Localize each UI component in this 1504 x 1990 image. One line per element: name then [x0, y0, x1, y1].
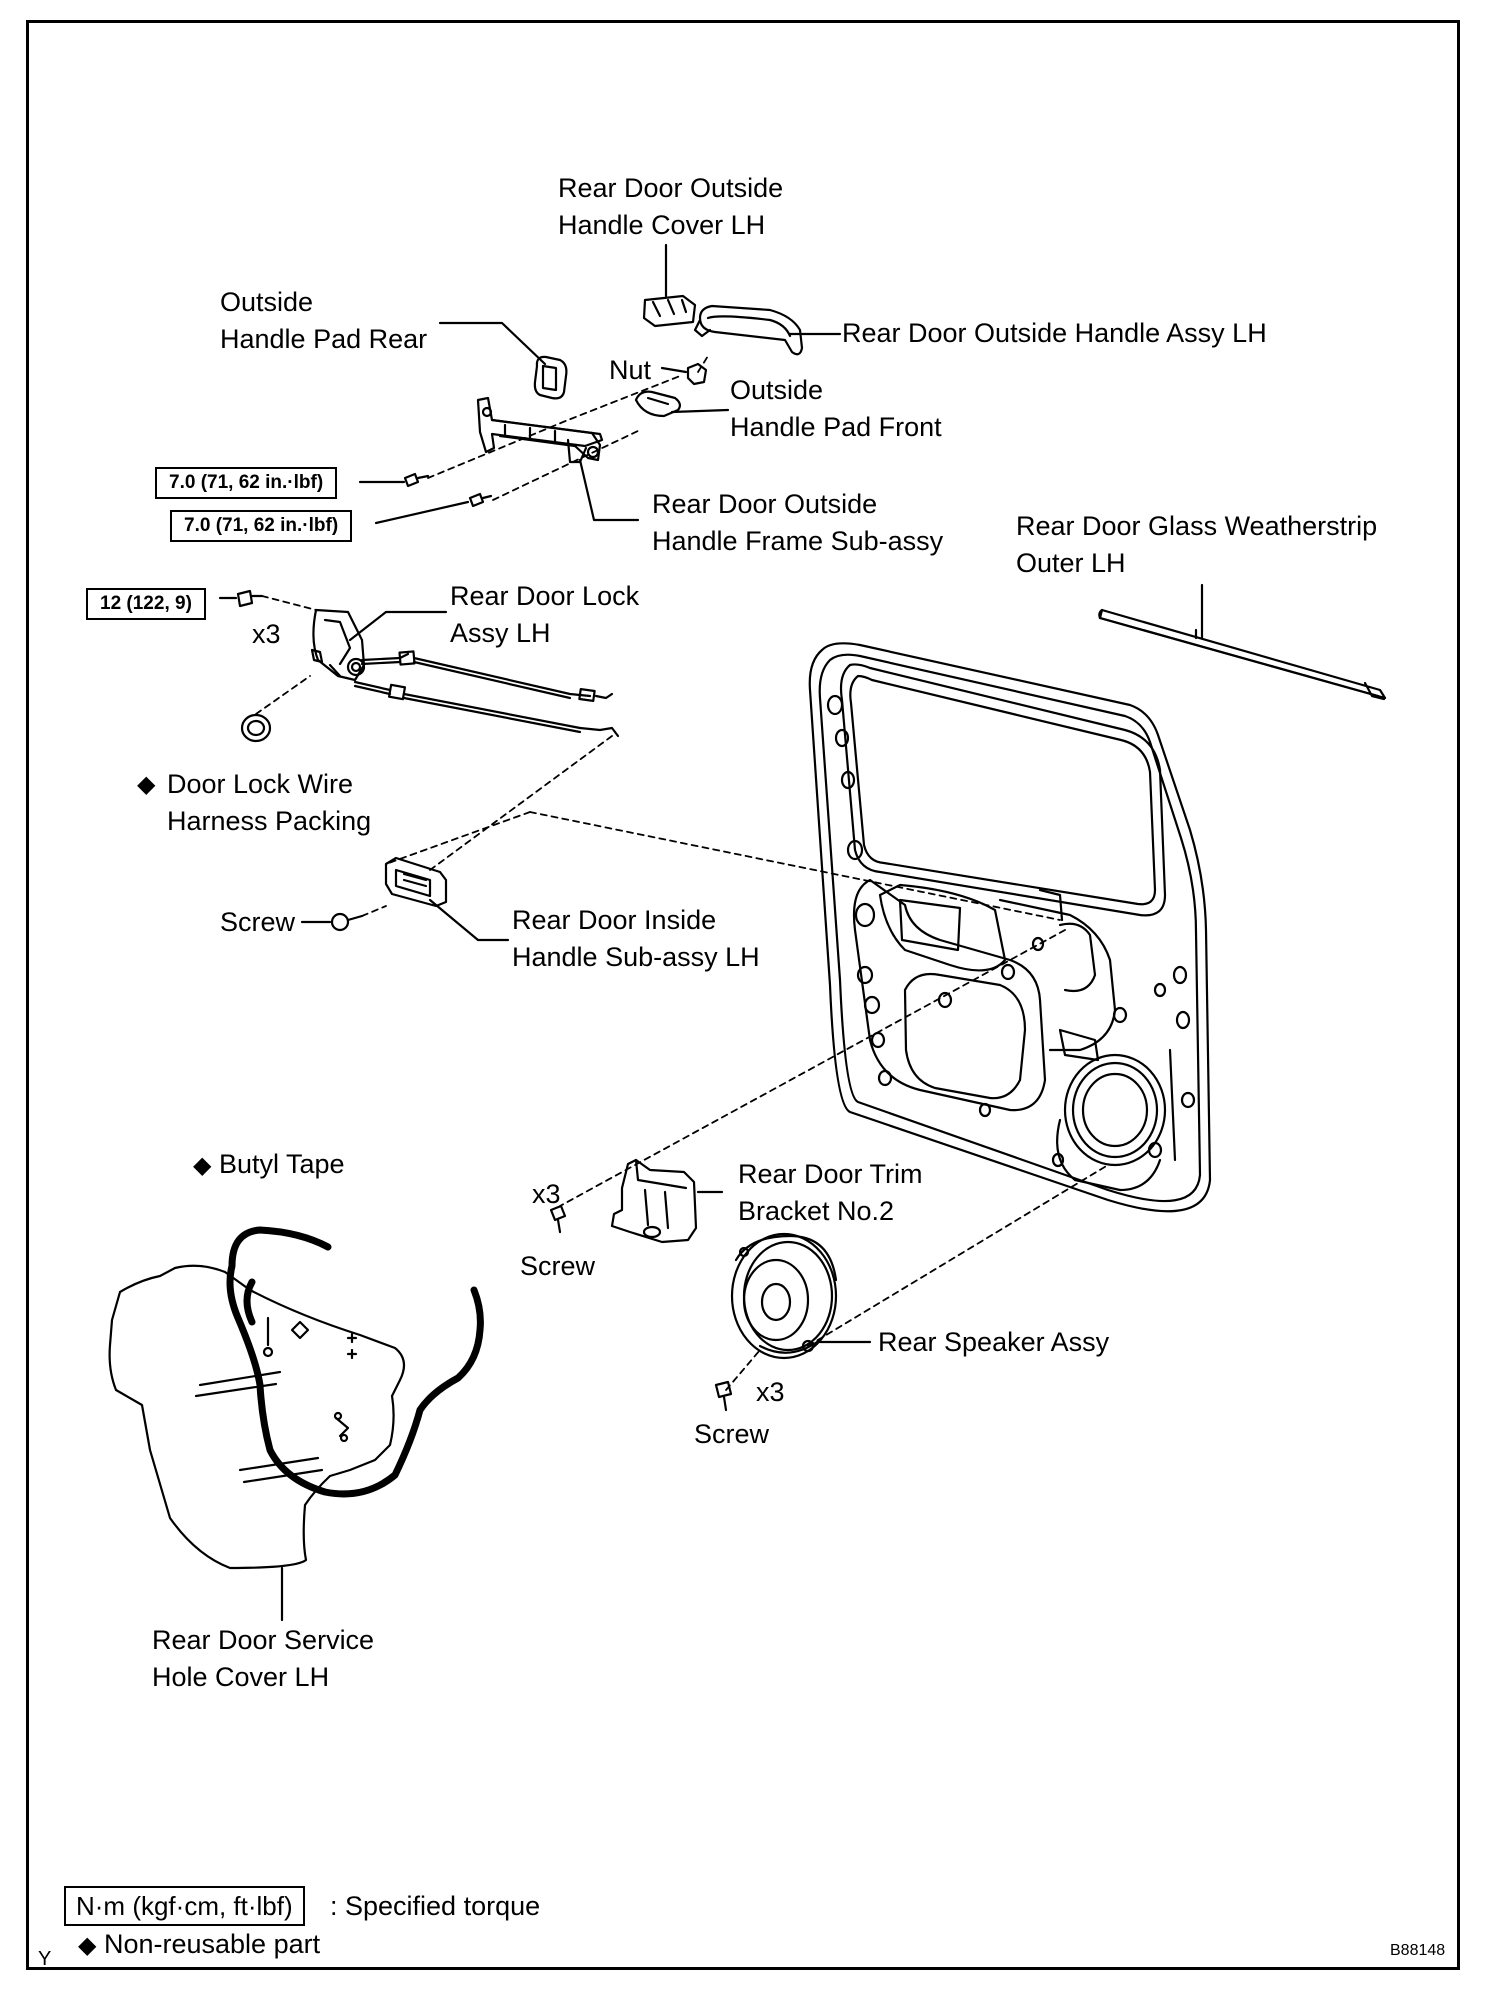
- speaker-screw-part: [714, 1380, 733, 1412]
- handle-cover-part: [642, 294, 697, 328]
- label-frame-subassy: Rear Door Outside Handle Frame Sub-assy: [652, 489, 944, 556]
- butyl-tape-text: Butyl Tape: [218, 1149, 345, 1179]
- butyl-tape-part: [226, 1226, 484, 1498]
- label-screw-inside: Screw: [220, 907, 296, 937]
- label-speaker-x3: x3: [756, 1377, 785, 1407]
- leader-frame: [578, 458, 640, 522]
- door-panel: [808, 642, 1212, 1213]
- legend-torque-box: N·m (kgf·cm, ft·lbf): [64, 1886, 305, 1926]
- nut-part: [686, 362, 708, 386]
- label-speaker-screw: Screw: [694, 1419, 770, 1449]
- figure-code: B88148: [1390, 1942, 1446, 1959]
- diamond-icon: ◆: [78, 1932, 97, 1959]
- leader-pad-rear: [438, 321, 547, 366]
- wire-packing-text: Door Lock Wire Harness Packing: [167, 769, 372, 836]
- legend-nonreusable: ◆ Non-reusable part: [78, 1926, 320, 1964]
- torque-frame-upper: 7.0 (71, 62 in.·lbf): [155, 467, 338, 499]
- glass-weatherstrip: [1098, 608, 1387, 701]
- diagram-frame: [26, 20, 1460, 1970]
- inside-handle-part: [384, 856, 448, 908]
- assembly-lines: [255, 355, 1109, 1391]
- lock-cables: [353, 650, 620, 738]
- lock-assy-part: [310, 608, 366, 682]
- harness-packing-part: [240, 713, 272, 743]
- leader-torque-lower: [374, 500, 470, 525]
- pad-rear-part: [533, 355, 568, 400]
- label-speaker: Rear Speaker Assy: [878, 1327, 1110, 1357]
- frame-bolt-upper: [403, 472, 430, 488]
- label-handle-cover: Rear Door Outside Handle Cover LH: [558, 173, 784, 240]
- label-pad-front: Outside Handle Pad Front: [730, 375, 942, 442]
- outside-handle-part: [693, 304, 804, 356]
- torque-frame-lower: 7.0 (71, 62 in.·lbf): [170, 510, 353, 542]
- leader-nut: [660, 366, 688, 374]
- leader-lock-assy: [348, 610, 448, 642]
- service-cover-part: [108, 1264, 406, 1570]
- leader-inside-handle: [428, 898, 510, 942]
- handle-frame-part: [476, 396, 604, 464]
- legend-torque-text: : Specified torque: [330, 1891, 541, 1921]
- bracket-screw-part: [549, 1204, 567, 1234]
- torque-lock: 12 (122, 9): [86, 588, 206, 620]
- label-bracket-x3: x3: [532, 1179, 561, 1209]
- label-butyl-tape: ◆ Butyl Tape: [193, 1146, 345, 1184]
- speaker-part: [730, 1232, 838, 1360]
- label-lock-assy: Rear Door Lock Assy LH: [450, 581, 640, 648]
- label-handle-assy: Rear Door Outside Handle Assy LH: [842, 318, 1267, 348]
- label-weatherstrip: Rear Door Glass Weatherstrip Outer LH: [1016, 511, 1378, 578]
- lock-bolt-part: [236, 589, 264, 608]
- frame-bolt-lower: [468, 492, 493, 508]
- corner-mark: Y: [38, 1948, 52, 1970]
- label-bracket-screw: Screw: [520, 1251, 596, 1281]
- pad-front-part: [634, 390, 682, 418]
- label-service-cover: Rear Door Service Hole Cover LH: [152, 1625, 375, 1692]
- label-inside-handle: Rear Door Inside Handle Sub-assy LH: [512, 905, 760, 972]
- label-trim-bracket: Rear Door Trim Bracket No.2: [738, 1159, 923, 1226]
- legend-nonreusable-text: Non-reusable part: [103, 1929, 321, 1959]
- label-lock-x3: x3: [252, 619, 281, 649]
- trim-bracket-part: [610, 1158, 698, 1244]
- inside-screw-part: [330, 912, 364, 932]
- label-pad-rear: Outside Handle Pad Rear: [220, 287, 428, 354]
- diamond-icon: ◆: [193, 1152, 212, 1179]
- label-nut: Nut: [609, 355, 652, 385]
- diamond-icon: ◆: [137, 771, 156, 798]
- leader-pad-front: [670, 408, 730, 414]
